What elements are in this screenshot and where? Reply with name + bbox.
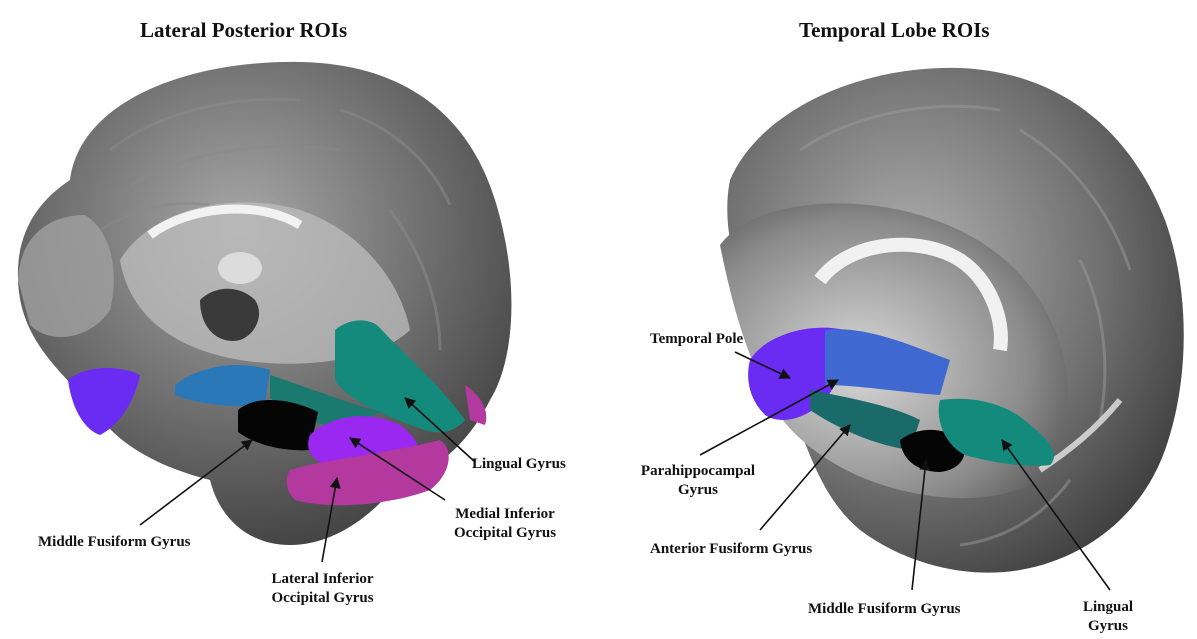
label-lingual-line2: Gyrus (1063, 617, 1153, 636)
label-medial-inferior-occipital-line2: Occipital Gyrus (430, 524, 580, 543)
label-temporal-pole: Temporal Pole (650, 330, 743, 349)
right-panel: Temporal Lobe ROIs Temporal Pole Parahip… (600, 0, 1197, 639)
label-lateral-inferior-occipital-line2: Occipital Gyrus (245, 589, 400, 608)
label-lingual-gyrus-right: Lingual Gyrus (1063, 598, 1153, 636)
label-lingual-gyrus: Lingual Gyrus (472, 455, 566, 474)
left-thalamus (218, 252, 262, 284)
label-parahippocampal-line2: Gyrus (628, 481, 768, 500)
label-lingual-line1: Lingual (1063, 598, 1153, 617)
label-medial-inferior-occipital-gyrus: Medial Inferior Occipital Gyrus (430, 505, 580, 543)
label-parahippocampal-line1: Parahippocampal (628, 462, 768, 481)
label-middle-fusiform-gyrus: Middle Fusiform Gyrus (38, 533, 191, 552)
label-lateral-inferior-occipital-gyrus: Lateral Inferior Occipital Gyrus (245, 570, 400, 608)
label-lateral-inferior-occipital-line1: Lateral Inferior (245, 570, 400, 589)
label-medial-inferior-occipital-line1: Medial Inferior (430, 505, 580, 524)
label-parahippocampal-gyrus: Parahippocampal Gyrus (628, 462, 768, 500)
label-middle-fusiform-gyrus-right: Middle Fusiform Gyrus (808, 600, 961, 619)
label-anterior-fusiform-gyrus: Anterior Fusiform Gyrus (650, 540, 812, 559)
left-panel: Lateral Posterior ROIs (0, 0, 600, 639)
